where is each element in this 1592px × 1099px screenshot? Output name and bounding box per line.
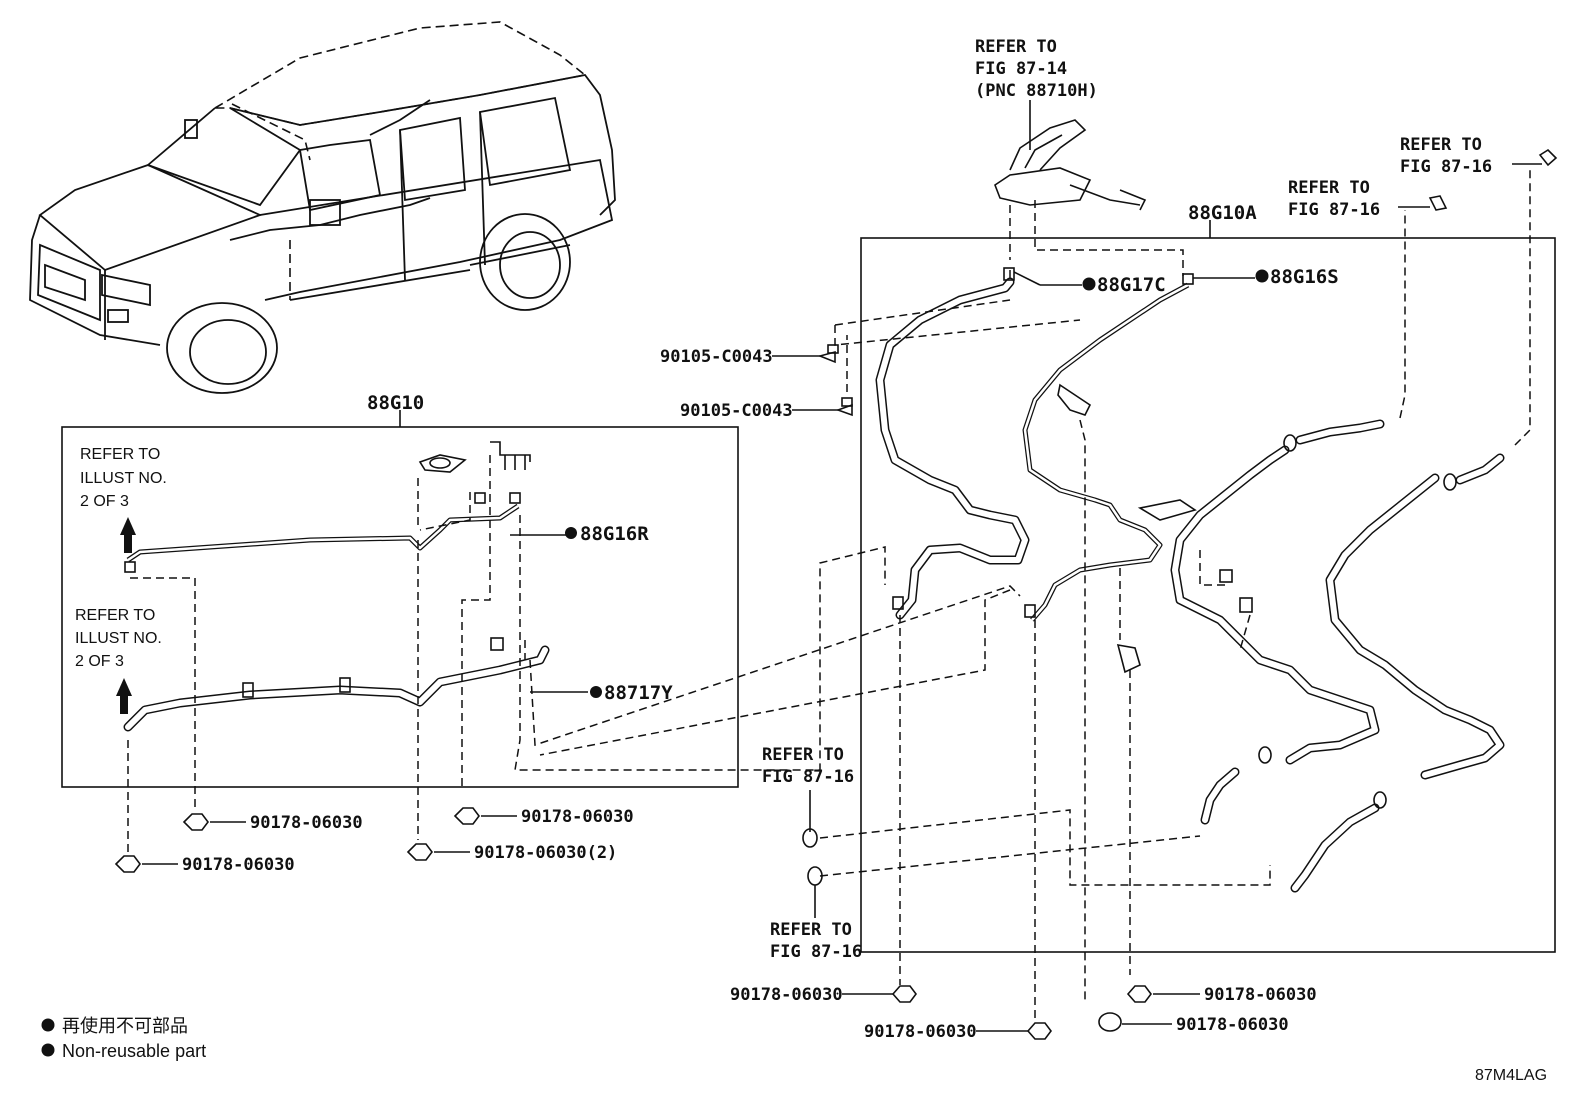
- nut-label-6: 90178-06030: [864, 1022, 977, 1042]
- ref-mid-line1: REFER TO: [762, 745, 844, 765]
- legend: 再使用不可部品 Non-reusable part: [41, 1016, 206, 1061]
- ref-mid-line2: FIG 87-16: [762, 767, 854, 787]
- illust-ref-a-line3: 2 OF 3: [80, 493, 129, 510]
- ref-a-line2: FIG 87-16: [1400, 157, 1492, 177]
- illust-ref-a-line1: REFER TO: [80, 446, 160, 463]
- ref-bot-line2: FIG 87-16: [770, 942, 862, 962]
- top-ref-line3: (PNC 88710H): [975, 81, 1098, 101]
- assembly-88G10A-box: 88G10A: [539, 170, 1556, 1020]
- part-88G16S-label: 88G16S: [1270, 266, 1339, 288]
- assembly-88G10A-label: 88G10A: [1188, 202, 1257, 224]
- nut-label-2: 90178-06030: [182, 855, 295, 875]
- assembly-88G10-label: 88G10: [367, 392, 424, 414]
- top-component: REFER TO FIG 87-14 (PNC 88710H): [975, 37, 1184, 276]
- callouts-right: 88G17C 88G16S 90105-C0043 90105-C0043: [660, 266, 1339, 421]
- part-88717Y-label: 88717Y: [604, 682, 673, 704]
- illust-ref-b-line1: REFER TO: [75, 607, 155, 624]
- ref-a-line1: REFER TO: [1400, 135, 1482, 155]
- nut-label-1: 90178-06030: [250, 813, 363, 833]
- figure-code: 87M4LAG: [1475, 1067, 1547, 1084]
- ref-b-line1: REFER TO: [1288, 178, 1370, 198]
- part-88G16R-label: 88G16R: [580, 523, 649, 545]
- assembly-88G10-box: 88G10 REFER TO ILLUST NO. 2 OF 3 REFER T…: [61, 392, 1021, 855]
- ref-bot-line1: REFER TO: [770, 920, 852, 940]
- nut-label-8: 90178-06030: [1176, 1015, 1289, 1035]
- nut-label-5: 90178-06030: [730, 985, 843, 1005]
- refer-notes-right: REFER TO FIG 87-16 REFER TO FIG 87-16 RE…: [762, 135, 1558, 962]
- legend-en: Non-reusable part: [62, 1041, 206, 1061]
- part-88G17C-label: 88G17C: [1097, 274, 1166, 296]
- fasteners-right: 90178-06030 90178-06030 90178-06030 9017…: [730, 985, 1317, 1042]
- ref-b-line2: FIG 87-16: [1288, 200, 1380, 220]
- nut-label-7: 90178-06030: [1204, 985, 1317, 1005]
- legend-jp: 再使用不可部品: [62, 1016, 188, 1036]
- bolt-label-2: 90105-C0043: [680, 401, 793, 421]
- top-ref-line1: REFER TO: [975, 37, 1057, 57]
- vehicle-illustration: [29, 21, 616, 394]
- bolt-label-1: 90105-C0043: [660, 347, 773, 367]
- nut-label-4: 90178-06030(2): [474, 843, 617, 863]
- illust-ref-b-line2: ILLUST NO.: [75, 630, 162, 647]
- nut-label-3: 90178-06030: [521, 807, 634, 827]
- illust-ref-a-line2: ILLUST NO.: [80, 470, 167, 487]
- fasteners-left: 90178-06030 90178-06030 90178-06030 9017…: [114, 807, 634, 875]
- illust-ref-b-line3: 2 OF 3: [75, 653, 124, 670]
- top-ref-line2: FIG 87-14: [975, 59, 1067, 79]
